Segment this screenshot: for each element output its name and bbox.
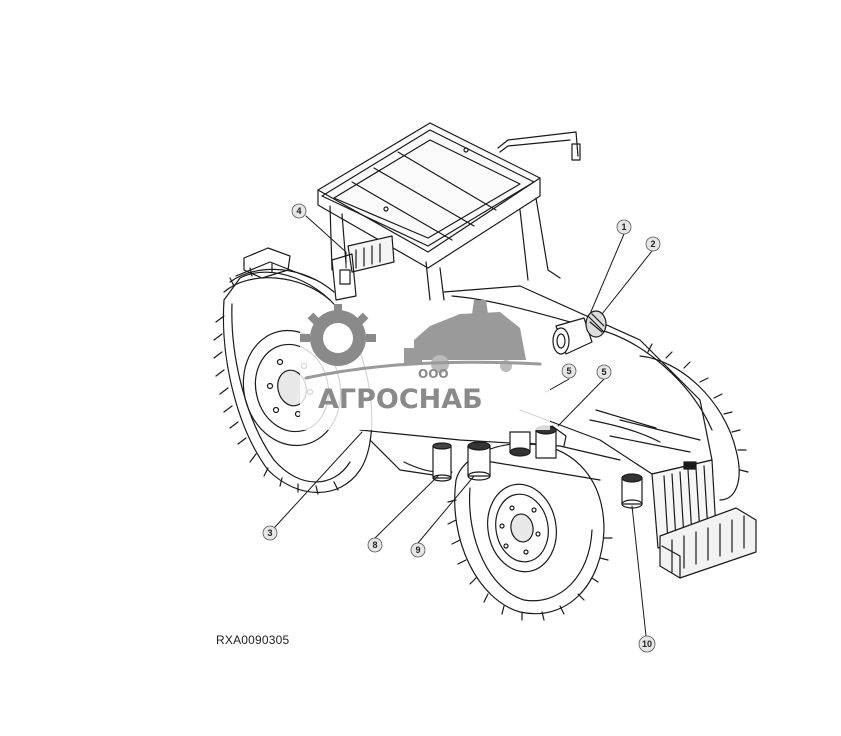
svg-text:10: 10 [642, 639, 652, 649]
cab-frame [235, 197, 561, 301]
transmission-filter [621, 473, 643, 509]
callout-5b: 5 [596, 364, 612, 380]
agrosnab-watermark: ООО АГРОСНАБ [300, 300, 550, 430]
figure-reference-code: RXA0090305 [216, 633, 290, 647]
air-filter-primary [552, 317, 593, 355]
front-left-wheel [447, 442, 613, 621]
svg-text:ООО: ООО [418, 367, 449, 381]
fuel-filter [432, 442, 452, 482]
hydraulic-filter [509, 425, 567, 459]
callout-5a: 5 [561, 363, 577, 379]
callout-1: 1 [616, 219, 632, 235]
callouts: 1 2 3 4 5 5 8 9 [262, 203, 661, 653]
air-filter-secondary [585, 310, 607, 338]
callout-9: 9 [410, 542, 426, 558]
callout-10: 10 [638, 635, 656, 653]
svg-text:9: 9 [415, 545, 420, 555]
svg-text:2: 2 [650, 239, 655, 249]
engine-hood [443, 285, 757, 579]
svg-text:4: 4 [296, 206, 301, 216]
callout-3: 3 [262, 525, 278, 541]
oil-filter [467, 441, 491, 481]
svg-text:8: 8 [372, 540, 377, 550]
callout-2: 2 [645, 236, 661, 252]
callout-4: 4 [291, 203, 307, 219]
front-right-wheel [639, 343, 749, 501]
svg-text:3: 3 [267, 528, 272, 538]
callout-8: 8 [367, 537, 383, 553]
rear-left-wheel [213, 263, 373, 495]
cab-roof [317, 122, 581, 269]
svg-text:АГРОСНАБ: АГРОСНАБ [318, 384, 483, 415]
svg-text:1: 1 [621, 222, 626, 232]
svg-text:5: 5 [601, 367, 606, 377]
gear-icon [300, 304, 376, 366]
svg-text:5: 5 [566, 366, 571, 376]
